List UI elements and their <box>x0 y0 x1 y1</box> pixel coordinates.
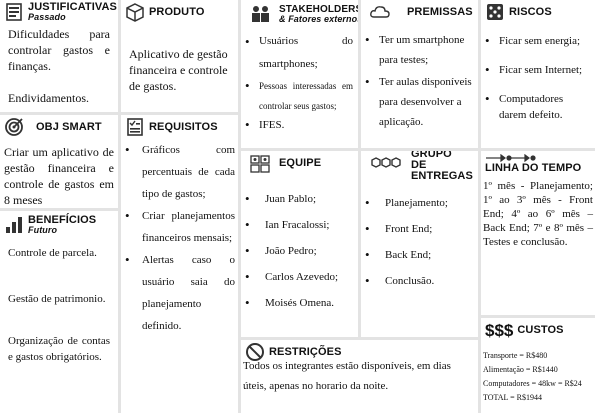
linha-tempo-header: LINHA DO TEMPO <box>481 151 595 179</box>
stakeholders-header: STAKEHOLDERS EXTERNOS& Fatores externos <box>241 0 358 28</box>
premissas-panel: PREMISSAS Ter um smartphone para testes;… <box>361 0 478 148</box>
entregas-title: GRUPO DE ENTREGAS <box>411 151 473 182</box>
beneficios-paragraph: Organização de contas e gastos obrigatór… <box>8 335 110 363</box>
list-item: IFES. <box>243 116 353 134</box>
custos-panel: $$$ CUSTOS Transporte = R$480 Alimentaçã… <box>481 318 595 413</box>
dollar-icon: $$$ <box>485 320 514 340</box>
bar-chart-icon <box>6 217 22 233</box>
stakeholders-list: Usuários do smartphones; Pessoas interes… <box>243 30 353 134</box>
custos-line: TOTAL = R$1944 <box>483 393 542 402</box>
equipe-panel: EQUIPE Juan Pablo; Ian Fracalossi; João … <box>241 151 358 337</box>
prohibited-icon <box>246 343 264 361</box>
list-item: Ter um smartphone para testes; <box>363 30 475 70</box>
stakeholders-title: STAKEHOLDERS EXTERNOS& Fatores externos <box>279 4 358 24</box>
team-icon <box>250 155 270 173</box>
requisitos-list: Gráficos com percentuais de cada tipo de… <box>123 139 235 337</box>
dice-risk-icon <box>487 4 503 20</box>
equipe-title: EQUIPE <box>279 156 322 169</box>
list-item: Pessoas interessadas em controlar seus g… <box>243 76 353 116</box>
people-group-icon <box>252 6 269 22</box>
target-icon <box>5 118 23 136</box>
premissas-title: PREMISSAS <box>407 5 473 18</box>
produto-title: PRODUTO <box>149 5 205 18</box>
equipe-list: Juan Pablo; Ian Fracalossi; João Pedro; … <box>243 191 355 311</box>
list-item: Planejamento; <box>363 195 475 211</box>
riscos-header: RISCOS <box>481 0 595 24</box>
riscos-list: Ficar sem energia; Ficar sem Internet; C… <box>483 33 593 123</box>
objetivo-panel: OBJ SMART Criar um aplicativo de gestão … <box>0 115 118 208</box>
requisitos-panel: REQUISITOS Gráficos com percentuais de c… <box>121 115 238 413</box>
checklist-icon <box>127 118 143 136</box>
list-item: Ficar sem energia; <box>483 33 593 49</box>
beneficios-body: Controle de parcela. Gestão de patrimoni… <box>8 245 110 365</box>
list-item: Moisés Omena. <box>243 295 355 311</box>
justificativas-paragraph: Endividamentos. <box>8 91 89 105</box>
list-item: Ter aulas disponíveis para desenvolver a… <box>363 72 475 132</box>
beneficios-subtitle: Futuro <box>28 225 58 235</box>
beneficios-paragraph: Controle de parcela. <box>8 247 97 259</box>
riscos-panel: RISCOS Ficar sem energia; Ficar sem Inte… <box>481 0 595 148</box>
custos-line: Computadores = 48kw = R$24 <box>483 379 582 388</box>
entregas-list: Planejamento; Front End; Back End; Concl… <box>363 195 475 289</box>
restricoes-panel: RESTRIÇÕES Todos os integrantes estão di… <box>241 340 478 413</box>
produto-text: Aplicativo de gestão financeira e contro… <box>129 47 228 93</box>
restricoes-title: RESTRIÇÕES <box>269 345 342 358</box>
list-item: Usuários do smartphones; <box>243 30 353 76</box>
premissas-header: PREMISSAS <box>361 0 478 24</box>
list-item: João Pedro; <box>243 243 355 259</box>
equipe-header: EQUIPE <box>241 151 358 175</box>
entregas-header: GRUPO DE ENTREGAS <box>361 151 478 182</box>
objetivo-header: OBJ SMART <box>0 115 118 139</box>
list-item: Front End; <box>363 221 475 237</box>
riscos-title: RISCOS <box>509 5 552 18</box>
list-item: Carlos Azevedo; <box>243 269 355 285</box>
custos-line: Transporte = R$480 <box>483 351 548 360</box>
produto-header: PRODUTO <box>121 0 238 24</box>
stakeholders-panel: STAKEHOLDERS EXTERNOS& Fatores externos … <box>241 0 358 148</box>
stakeholders-subtitle: & Fatores externos <box>279 13 358 24</box>
list-item: Back End; <box>363 247 475 263</box>
custos-header: $$$ CUSTOS <box>481 318 595 342</box>
requisitos-header: REQUISITOS <box>121 115 238 139</box>
custos-line: Alimentação = R$1440 <box>483 365 558 374</box>
custos-lines: Transporte = R$480 Alimentação = R$1440 … <box>483 349 593 405</box>
list-item: Ian Fracalossi; <box>243 217 355 233</box>
requisitos-title: REQUISITOS <box>149 120 218 133</box>
custos-title: CUSTOS <box>517 323 564 336</box>
justificativas-paragraph: Dificuldades para controlar gastos e fin… <box>8 27 110 73</box>
linha-tempo-panel: LINHA DO TEMPO 1º mês - Planejamento; 1º… <box>481 151 595 315</box>
list-item: Criar planejamentos financeiros mensais; <box>123 205 235 249</box>
linha-tempo-text: 1º mês - Planejamento; 1º ao 3º mês - Fr… <box>483 180 593 248</box>
list-item: Alertas caso o usuário saia do planejame… <box>123 249 235 337</box>
linha-tempo-title: LINHA DO TEMPO <box>485 162 582 174</box>
produto-panel: PRODUTO Aplicativo de gestão financeira … <box>121 0 238 112</box>
premissas-list: Ter um smartphone para testes; Ter aulas… <box>363 30 475 132</box>
justificativas-subtitle: Passado <box>28 12 66 22</box>
list-item: Ficar sem Internet; <box>483 62 593 78</box>
entregas-panel: GRUPO DE ENTREGAS Planejamento; Front En… <box>361 151 478 337</box>
list-item: Gráficos com percentuais de cada tipo de… <box>123 139 235 205</box>
list-item: Computadores darem defeito. <box>483 91 593 123</box>
beneficios-paragraph: Gestão de patrimonio. <box>8 293 106 305</box>
cloud-icon <box>370 6 390 18</box>
boxes-icon <box>371 157 401 168</box>
document-lines-icon <box>6 3 22 21</box>
objetivo-title: OBJ SMART <box>36 120 102 133</box>
list-item: Conclusão. <box>363 273 475 289</box>
restricoes-header: RESTRIÇÕES <box>241 340 478 364</box>
justificativas-body: Dificuldades para controlar gastos e fin… <box>8 26 110 106</box>
timeline-arrows-icon <box>486 154 536 162</box>
package-icon <box>126 3 144 22</box>
list-item: Juan Pablo; <box>243 191 355 207</box>
objetivo-text: Criar um aplicativo de gestão financeira… <box>4 145 114 207</box>
restricoes-text: Todos os integrantes estão disponíveis, … <box>243 360 451 392</box>
